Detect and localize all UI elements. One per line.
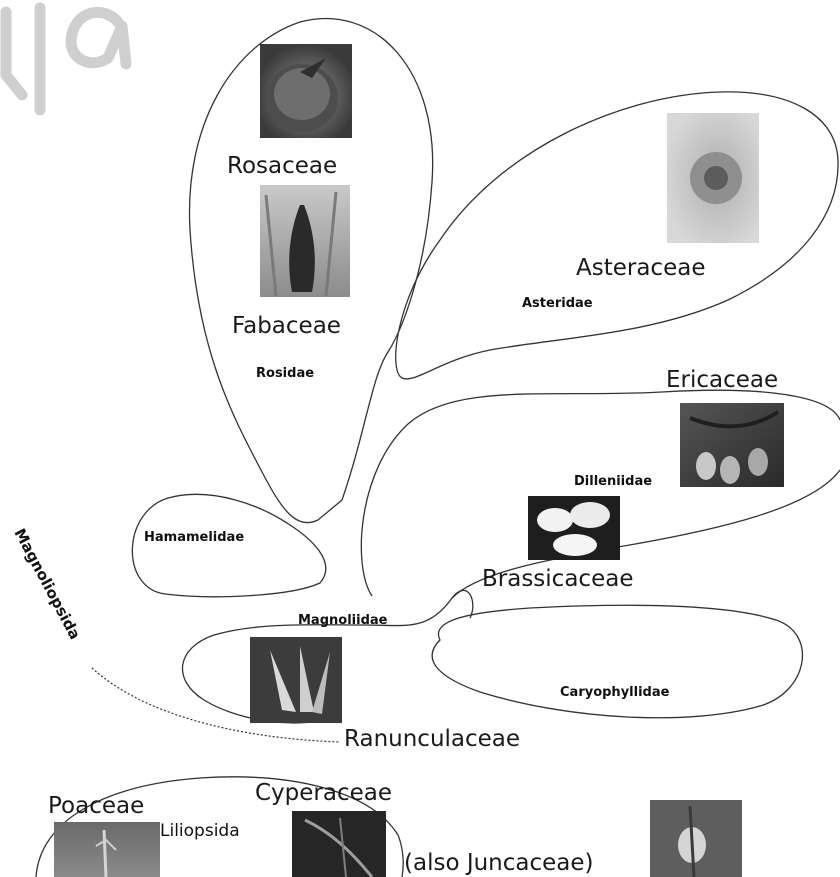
brassicaceae-photo [528, 496, 620, 560]
cyperaceae-photo [292, 811, 386, 877]
hamamelidae-label: Hamamelidae [144, 530, 244, 545]
caryophyllidae-label: Caryophyllidae [560, 685, 670, 700]
poaceae-photo [54, 822, 160, 877]
asteraceae-photo [667, 113, 759, 243]
rosaceae-label: Rosaceae [227, 153, 337, 179]
poaceae-label: Poaceae [48, 793, 144, 819]
watermark-mark [6, 8, 126, 110]
brassicaceae-label: Brassicaceae [482, 566, 633, 592]
asteraceae-label: Asteraceae [576, 255, 705, 281]
ranunculaceae-photo [250, 637, 342, 723]
magnoliopsida-label: Magnoliopsida [10, 525, 84, 642]
ericaceae-photo [680, 403, 784, 487]
rosaceae-photo [260, 44, 352, 138]
fabaceae-label: Fabaceae [232, 313, 341, 339]
hamamelidae-outline [132, 494, 325, 596]
caryophyllidae-outline [432, 605, 802, 717]
fabaceae-photo [260, 185, 350, 297]
liliopsida-label: Liliopsida [160, 821, 240, 841]
cyperaceae-label: Cyperaceae [255, 780, 392, 806]
rosidae-label: Rosidae [256, 366, 314, 381]
ericaceae-label: Ericaceae [666, 367, 778, 393]
ranunculaceae-label: Ranunculaceae [344, 726, 520, 752]
asteridae-outline [396, 92, 838, 379]
asteridae-label: Asteridae [522, 296, 593, 311]
juncaceae-photo [650, 800, 742, 877]
magnoliidae-label: Magnoliidae [298, 613, 388, 628]
juncaceae-note: (also Juncaceae) [404, 850, 594, 876]
dilleniidae-label: Dilleniidae [574, 474, 652, 489]
